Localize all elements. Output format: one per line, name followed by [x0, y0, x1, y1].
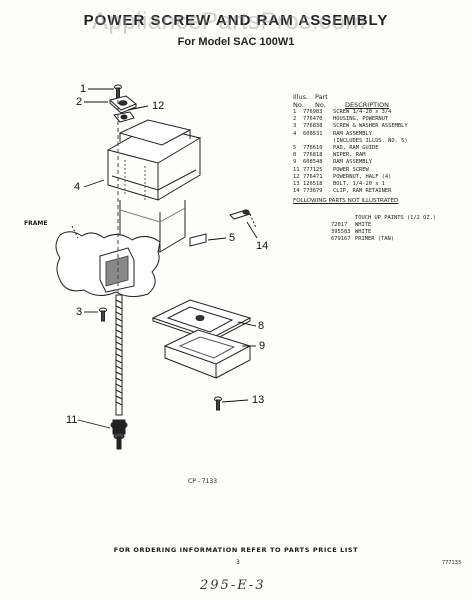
callout-4: 4	[74, 181, 81, 193]
callout-8: 8	[258, 320, 265, 332]
power-screw-part-11	[110, 294, 128, 450]
handwritten-note: 295-E-3	[200, 578, 266, 593]
ram-assembly-part-4	[106, 119, 202, 253]
half-powernut-part-12	[113, 111, 135, 123]
not-illustrated-heading: FOLLOWING PARTS NOT ILLUSTRATED	[293, 198, 399, 205]
ordering-footer: FOR ORDERING INFORMATION REFER TO PARTS …	[113, 546, 359, 554]
callout-11: 11	[66, 414, 78, 426]
callout-3: 3	[76, 306, 83, 318]
frame-cutaway	[55, 225, 161, 298]
diagram-code: CP - 7133	[188, 478, 218, 485]
revision-code: 777133	[442, 560, 462, 566]
callout-2: 2	[76, 96, 83, 108]
model-subtitle: For Model SAC 100W1	[177, 36, 295, 48]
ram-wiper-part-8	[151, 299, 252, 342]
parts-list-header: Illus.Part No.No.DESCRIPTION	[293, 93, 389, 109]
page-number: 3	[236, 559, 240, 566]
parts-row: (INCLUDES ILLUS. NO. 5)	[333, 137, 408, 144]
ram-assembly-part-9	[163, 329, 252, 379]
frame-label: FRAME	[24, 220, 48, 227]
ram-retainer-clip-part-14	[229, 209, 257, 229]
screw-part-1	[114, 84, 122, 99]
page-title: POWER SCREW AND RAM ASSEMBLY	[83, 12, 389, 29]
callout-13: 13	[252, 394, 265, 406]
callout-12: 12	[152, 100, 165, 112]
callout-5: 5	[229, 232, 236, 244]
powernut-housing-part-2	[108, 95, 137, 114]
bolt-part-13	[214, 396, 222, 411]
screw-washer-part-3	[99, 307, 107, 322]
ram-guide-pad-part-5	[189, 233, 207, 247]
callout-9: 9	[259, 340, 266, 352]
callout-14: 14	[256, 240, 269, 252]
callout-1: 1	[80, 83, 87, 95]
not-illustrated-row: TOUCH UP PAINTS (1/2 OZ.)	[355, 214, 437, 221]
watermark: AppliancePartsPros.com	[92, 8, 366, 35]
